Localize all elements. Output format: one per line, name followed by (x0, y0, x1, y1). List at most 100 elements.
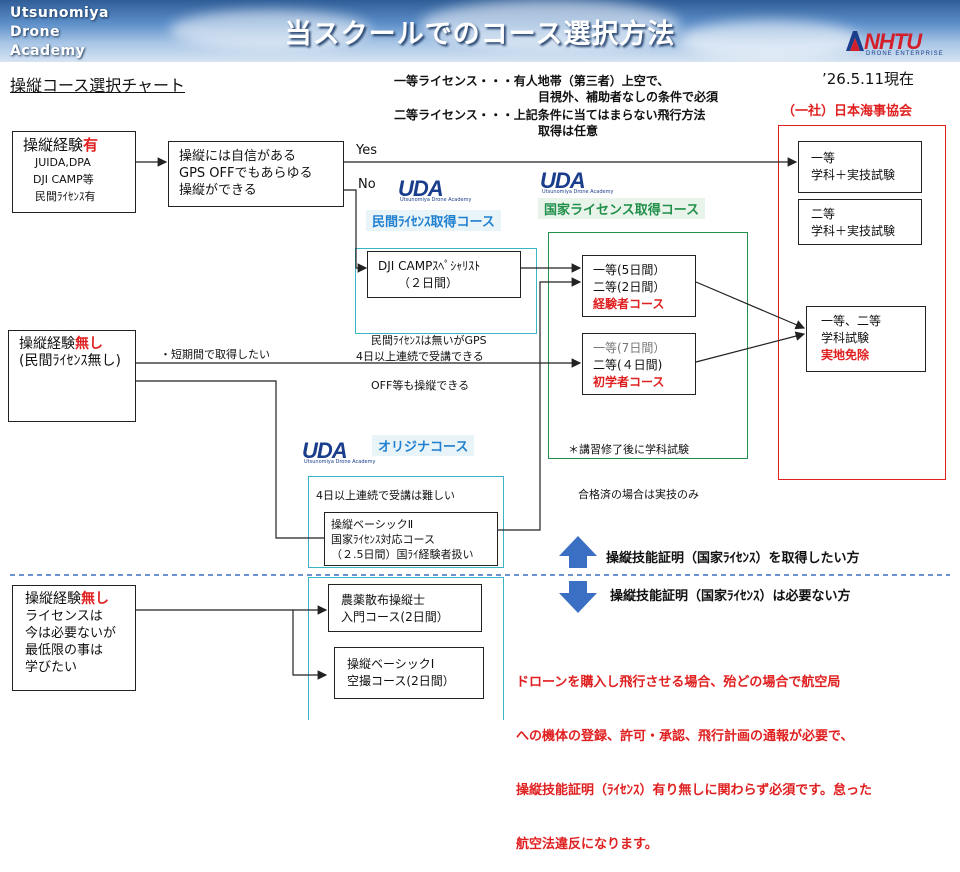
box-line: 二等(４日間) (593, 358, 663, 372)
box-line: 入門コース(2日間） (341, 610, 449, 624)
gps-note-line: 民間ﾗｲｾﾝｽは無いがGPS (371, 334, 487, 347)
exam-note-line: 合格済の場合は実技のみ (578, 488, 699, 501)
header-banner (0, 0, 960, 62)
cloud-decoration (170, 10, 370, 50)
box-line-struck: 一等(7日間） (593, 341, 666, 355)
date-label: ’26.5.11現在 (822, 70, 915, 88)
box-line: 学科＋実技試験 (811, 224, 896, 238)
djicamp-box: DJI CAMPｽﾍﾟｼｬﾘｽﾄ （２日間） (367, 251, 521, 298)
uda-logo: UDA Utsunomiya Drone Academy (540, 168, 613, 195)
exam-exempt-box: 一等、二等 学科試験 実地免除 (806, 306, 926, 372)
four-days-label: 4日以上連続で受講できる (356, 350, 484, 363)
brand-name: Utsunomiya Drone Academy (10, 4, 109, 61)
note-grade2: 二等ライセンス・・・上記条件に当てはまらない飛行方法 (394, 108, 706, 122)
box-line: 空撮コース(2日間） (347, 674, 455, 688)
uda-logo-mark: UDA (540, 168, 586, 193)
uda-logo: UDA Utsunomiya Drone Academy (302, 438, 375, 465)
no-label: No (358, 177, 376, 192)
beginner-course-box: 一等(7日間） 二等(４日間) 初学者コース (582, 333, 696, 395)
box-line: 民間ﾗｲｾﾝｽ有 (35, 190, 96, 203)
box-line: （２.5日間）国ﾗｲ経験者扱い (331, 548, 474, 561)
cloud-decoration (420, 0, 680, 50)
page-title: 当スクールでのコース選択方法 (284, 19, 676, 50)
original-course-frame-bottom (308, 577, 504, 720)
exam-note-line: ＊講習修了後に学科試験 (568, 443, 689, 456)
exp-no-mark: 無し (75, 336, 103, 352)
box-line: 農薬散布操縦士 (341, 593, 426, 607)
warning-line: 航空法違反になります。 (516, 837, 658, 852)
arrow-down-icon (559, 581, 597, 613)
experienced-course-box: 一等(5日間） 二等(2日間） 経験者コース (582, 255, 696, 317)
box-line: 操縦ができる (179, 183, 257, 198)
box-line: ライセンスは (25, 609, 103, 624)
legal-warning: ドローンを購入し飛行させる場合、殆どの場合で航空局 への機体の登録、許可・承認、… (516, 638, 872, 872)
want-cert-label: 操縦技能証明（国家ﾗｲｾﾝｽ）を取得したい方 (606, 551, 860, 566)
box-line: (民間ﾗｲｾﾝｽ無し) (19, 353, 121, 369)
uda-logo-sub: Utsunomiya Drone Academy (400, 197, 472, 203)
warning-line: 操縦技能証明（ﾗｲｾﾝｽ）有り無しに関わらず必須です。怠った (516, 783, 872, 798)
exam-note: ＊講習修了後に学科試験 合格済の場合は実技のみ (568, 412, 699, 517)
uda-logo: UDA Utsunomiya Drone Academy (398, 176, 471, 203)
exam-exempt-label: 実地免除 (821, 348, 870, 362)
kokka-course-label: 国家ライセンス取得コース (538, 198, 706, 219)
box-line: 操縦には自信がある (179, 149, 297, 164)
nhtu-logo-sub: DRONE ENTERPRISE (866, 51, 944, 57)
gps-note: 民間ﾗｲｾﾝｽは無いがGPS OFF等も操縦できる (371, 303, 487, 408)
warning-line: への機体の登録、許可・承認、飛行計画の通報が必要で、 (516, 729, 854, 744)
original-course-label: オリジナコース (372, 435, 475, 456)
exp-no-title-row: 操縦経験無し (19, 336, 135, 353)
yes-label: Yes (356, 143, 377, 158)
box-line: 二等 (811, 207, 836, 221)
brand-line: Drone (10, 24, 61, 40)
box-line: 学科試験 (821, 331, 870, 345)
uda-logo-sub: Utsunomiya Drone Academy (542, 189, 614, 195)
uda-logo-mark: UDA (302, 438, 348, 463)
four-days-hard-label: 4日以上連続で受講は難しい (316, 489, 455, 502)
nhtu-logo-text: NHTU (864, 29, 922, 54)
box-line: 操縦ベーシックⅠ (347, 657, 435, 671)
association-label: （一社）日本海事協会 (782, 104, 913, 119)
minkan-course-label: 民間ﾗｲｾﾝｽ取得コース (366, 210, 501, 231)
box-line: 一等、二等 (821, 314, 882, 328)
exp-yes-title-row: 操縦経験有 (23, 137, 135, 154)
box-line: （２日間） (398, 276, 459, 290)
cloud-decoration (680, 20, 860, 60)
grade1-exam-box: 一等 学科＋実技試験 (798, 141, 922, 193)
grade2-exam-box: 二等 学科＋実技試験 (798, 199, 922, 245)
brand-line: Academy (10, 43, 86, 59)
uda-logo-mark: UDA (398, 176, 444, 201)
box-line: 国家ﾗｲｾﾝｽ対応コース (331, 533, 435, 546)
exp-no-box: 操縦経験無し (民間ﾗｲｾﾝｽ無し) (8, 330, 136, 422)
beginner-course-label: 初学者コース (593, 375, 665, 389)
box-line: 学びたい (25, 660, 78, 675)
exp-none-box: 操縦経験無し ライセンスは 今は必要ないが 最低限の事は 学びたい (12, 585, 136, 691)
box-line: 最低限の事は (25, 643, 104, 658)
kokka-course-frame (548, 232, 748, 459)
agri-course-box: 農薬散布操縦士 入門コース(2日間） (328, 584, 482, 632)
drone-logo-icon (846, 31, 864, 51)
box-line: 今は必要ないが (25, 626, 117, 641)
basic1-course-box: 操縦ベーシックⅠ 空撮コース(2日間） (334, 647, 484, 699)
note-grade1-cont: 目視外、補助者なしの条件で必須 (538, 90, 719, 104)
box-line: DJI CAMPｽﾍﾟｼｬﾘｽﾄ (378, 259, 481, 273)
exp-none-mark: 無し (81, 591, 109, 607)
box-line: 二等(2日間） (593, 280, 666, 294)
box-line: 学科＋実技試験 (811, 168, 896, 182)
box-line: 一等(5日間） (593, 263, 666, 277)
chart-subtitle: 操縦コース選択チャート (10, 76, 186, 95)
uda-logo-sub: Utsunomiya Drone Academy (304, 459, 376, 465)
warning-line: ドローンを購入し飛行させる場合、殆どの場合で航空局 (516, 675, 841, 690)
experienced-course-label: 経験者コース (593, 297, 665, 311)
note-grade2-cont: 取得は任意 (538, 124, 599, 138)
arrow-up-icon (559, 536, 597, 568)
association-frame (778, 125, 946, 480)
brand-line: Utsunomiya (10, 5, 109, 21)
exp-none-title-row: 操縦経験無し (25, 591, 135, 608)
box-line: GPS OFFでもあらゆる (179, 166, 313, 181)
nhtu-logo: NHTU DRONE ENTERPRISE (842, 29, 950, 57)
confident-box: 操縦には自信がある GPS OFFでもあらゆる 操縦ができる (168, 141, 344, 207)
short-term-label: ・短期間で取得したい (160, 348, 270, 361)
box-line: JUIDA,DPA (35, 156, 91, 169)
basic2-box: 操縦ベーシックⅡ 国家ﾗｲｾﾝｽ対応コース （２.5日間）国ﾗｲ経験者扱い (324, 512, 498, 566)
box-line: DJI CAMP等 (33, 173, 94, 186)
